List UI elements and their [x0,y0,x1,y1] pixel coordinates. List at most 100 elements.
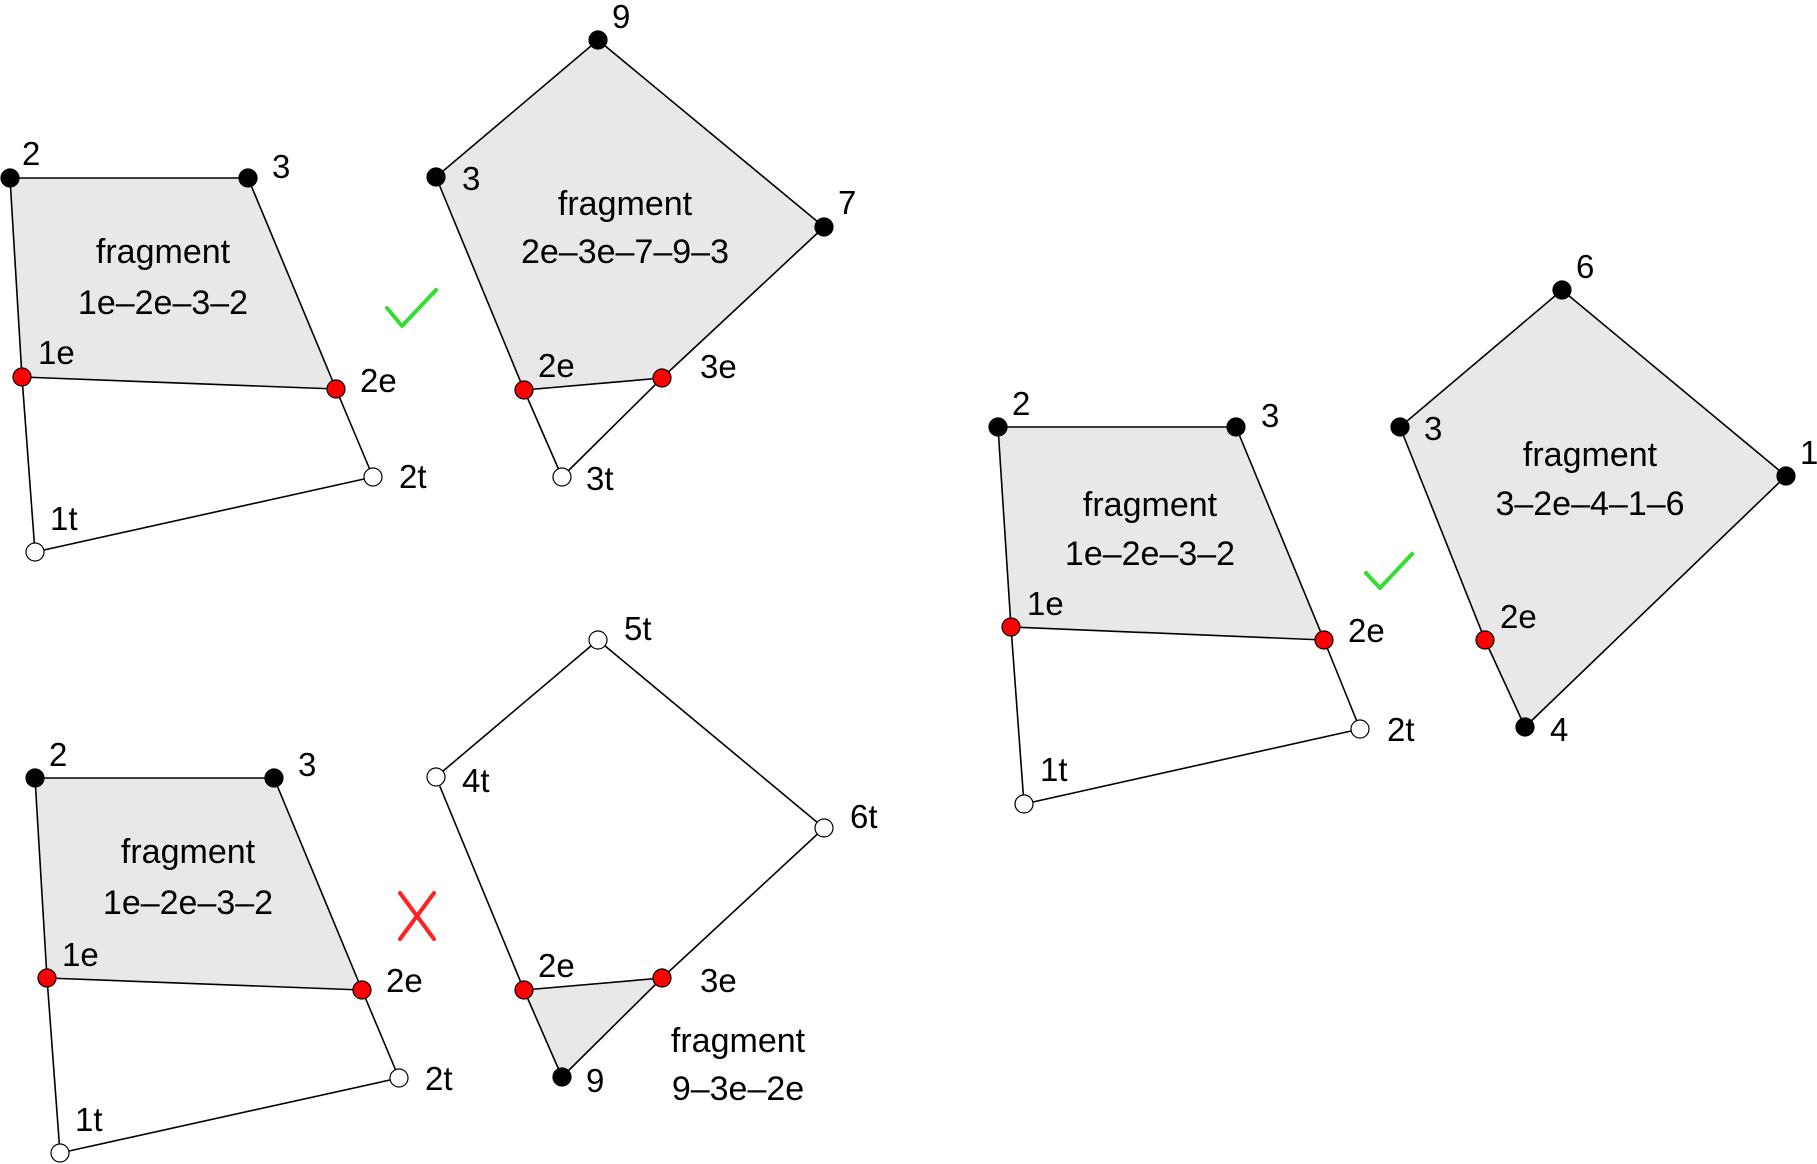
vertex-label: 1t [1040,751,1068,788]
vertex-white [1350,719,1370,739]
vertex-black [1515,717,1535,737]
vertex-black [426,167,446,187]
fragment-area-9-3e-2e [524,978,662,1077]
vertex-white [50,1143,70,1163]
vertex-label: 2t [425,1060,453,1097]
vertex-white [588,630,608,650]
vertex-label: 3e [700,348,737,385]
vertex-label: 3t [586,460,614,497]
vertex-red [352,980,372,1000]
vertex-label: 2e [538,347,575,384]
fragment-label: fragment [96,233,231,271]
vertex-label: 9 [586,1062,604,1099]
vertex-red [514,380,534,400]
edges-left-shape [9,177,374,553]
vertex-black [264,768,284,788]
vertex-red [652,368,672,388]
fragment-area-3-2e-4-1-6 [1400,290,1786,727]
vertex-label: 2t [399,458,427,495]
vertex-label: 2 [22,135,40,172]
fragment-id: 1e–2e–3–2 [103,884,273,922]
fragment-label: fragment [121,833,256,871]
vertex-label: 1 [1800,434,1817,471]
edges-right-shape [435,39,825,478]
cross-mark-icon [398,891,436,941]
fragment-label: fragment [671,1022,806,1060]
vertex-white [363,467,383,487]
vertex-white [389,1068,409,1088]
vertex-red [514,980,534,1000]
vertex-label: 7 [838,184,856,221]
vertex-white [426,767,446,787]
fragment-id: 9–3e–2e [672,1070,804,1108]
vertex-white [1014,794,1034,814]
vertex-red [652,968,672,988]
vertex-label: 2e [538,947,575,984]
vertex-black [25,768,45,788]
fragment-id: 1e–2e–3–2 [78,284,248,322]
fragment-id: 2e–3e–7–9–3 [521,233,729,271]
vertex-label: 2e [360,362,397,399]
vertex-label: 3e [700,962,737,999]
fragment-area-1e-2e-3-2 [35,778,362,990]
vertex-label: 3 [298,746,316,783]
vertex-label: 5t [624,610,652,647]
edges-right-shape [435,639,825,1078]
fragment-area-1e-2e-3-2 [998,427,1324,640]
vertex-label: 1e [38,334,75,371]
vertex-label: 4 [1550,711,1568,748]
vertex-black [0,168,20,188]
vertex-label: 3 [462,160,480,197]
vertex-label: 2 [1012,385,1030,422]
vertex-red [1475,630,1495,650]
vertex-label: 3 [1261,397,1279,434]
vertex-black [1552,280,1572,300]
vertex-black [238,168,258,188]
vertex-white [25,542,45,562]
vertex-label: 2 [49,736,67,773]
fragment-id: 3–2e–4–1–6 [1495,485,1684,523]
vertex-red [12,367,32,387]
vertex-black [814,217,834,237]
fragment-id: 1e–2e–3–2 [1065,535,1235,573]
vertex-label: 2e [1500,598,1537,635]
vertex-black [588,30,608,50]
vertex-black [1226,417,1246,437]
panel-bottom-left: 2 3 1e 2e 1t 2t 5t 4t 6t 2e 3e 9 fragmen… [25,610,878,1163]
edges-right-shape [1399,289,1787,728]
edges-left-shape [997,426,1361,805]
vertex-white [552,467,572,487]
vertex-black [988,417,1008,437]
panel-right: 2 3 1e 2e 1t 2t 6 3 1 2e 4 fragment 1e–2… [988,248,1817,814]
edges-left-shape [34,777,400,1154]
vertex-white [814,818,834,838]
vertex-label: 9 [612,0,630,35]
vertex-black [1776,466,1796,486]
vertex-red [326,379,346,399]
vertex-label: 2e [386,962,423,999]
check-mark-icon [385,288,438,328]
vertex-label: 2e [1348,612,1385,649]
fragment-area-2e-3e-7-9-3 [436,40,824,390]
check-mark-icon [1364,552,1414,590]
vertex-label: 3 [272,148,290,185]
vertex-label: 1e [62,936,99,973]
fragment-label: fragment [1523,436,1658,474]
vertex-label: 2t [1387,711,1415,748]
vertex-label: 6t [850,798,878,835]
vertex-red [37,968,57,988]
vertex-label: 6 [1576,248,1594,285]
vertex-red [1001,617,1021,637]
vertex-black [1390,417,1410,437]
fragment-area-1e-2e-3-2 [10,178,336,389]
vertex-label: 1t [75,1101,103,1138]
vertex-red [1314,630,1334,650]
vertex-label: 3 [1424,410,1442,447]
vertex-label: 1t [50,500,78,537]
vertex-black [552,1067,572,1087]
panel-top-left: 2 3 1e 2e 1t 2t 9 3 7 2e 3e 3t fragment … [0,0,856,562]
fragment-label: fragment [1083,486,1218,524]
vertex-label: 4t [462,762,490,799]
vertex-label: 1e [1027,585,1064,622]
